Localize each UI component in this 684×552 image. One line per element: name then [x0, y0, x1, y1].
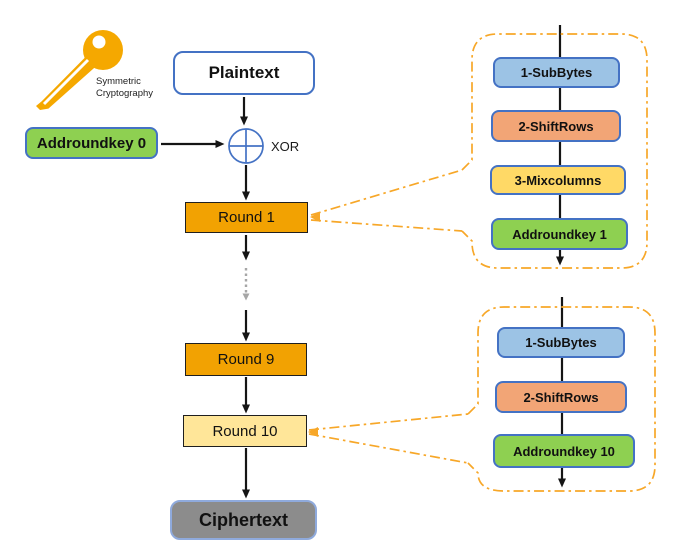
- round1-step-shiftrows: 2-ShiftRows: [491, 110, 621, 142]
- round9-box: Round 9: [185, 343, 307, 376]
- xor-circle-plus-icon: [228, 128, 264, 164]
- round10-box: Round 10: [183, 415, 307, 447]
- plaintext-box: Plaintext: [173, 51, 315, 95]
- key-caption-line1: Symmetric: [96, 76, 141, 87]
- key-icon: [36, 30, 123, 110]
- round10-step-addroundkey: Addroundkey 10: [493, 434, 635, 468]
- round10-step-shiftrows: 2-ShiftRows: [495, 381, 627, 413]
- round10-step-subbytes: 1-SubBytes: [497, 327, 625, 358]
- round1-step-mixcolumns: 3-Mixcolumns: [490, 165, 626, 195]
- key-caption: Symmetric Cryptography: [96, 76, 176, 100]
- round1-detail-callout-border: [310, 33, 648, 269]
- ciphertext-box: Ciphertext: [170, 500, 317, 540]
- round10-detail-callout-border: [308, 306, 656, 492]
- round1-box: Round 1: [185, 202, 308, 233]
- round1-step-subbytes: 1-SubBytes: [493, 57, 620, 88]
- key-caption-line2: Cryptography: [96, 87, 154, 99]
- round1-step-addroundkey: Addroundkey 1: [491, 218, 628, 250]
- flow-arrows: [161, 97, 250, 499]
- addroundkey0-box: Addroundkey 0: [25, 127, 158, 159]
- xor-label: XOR: [271, 138, 300, 154]
